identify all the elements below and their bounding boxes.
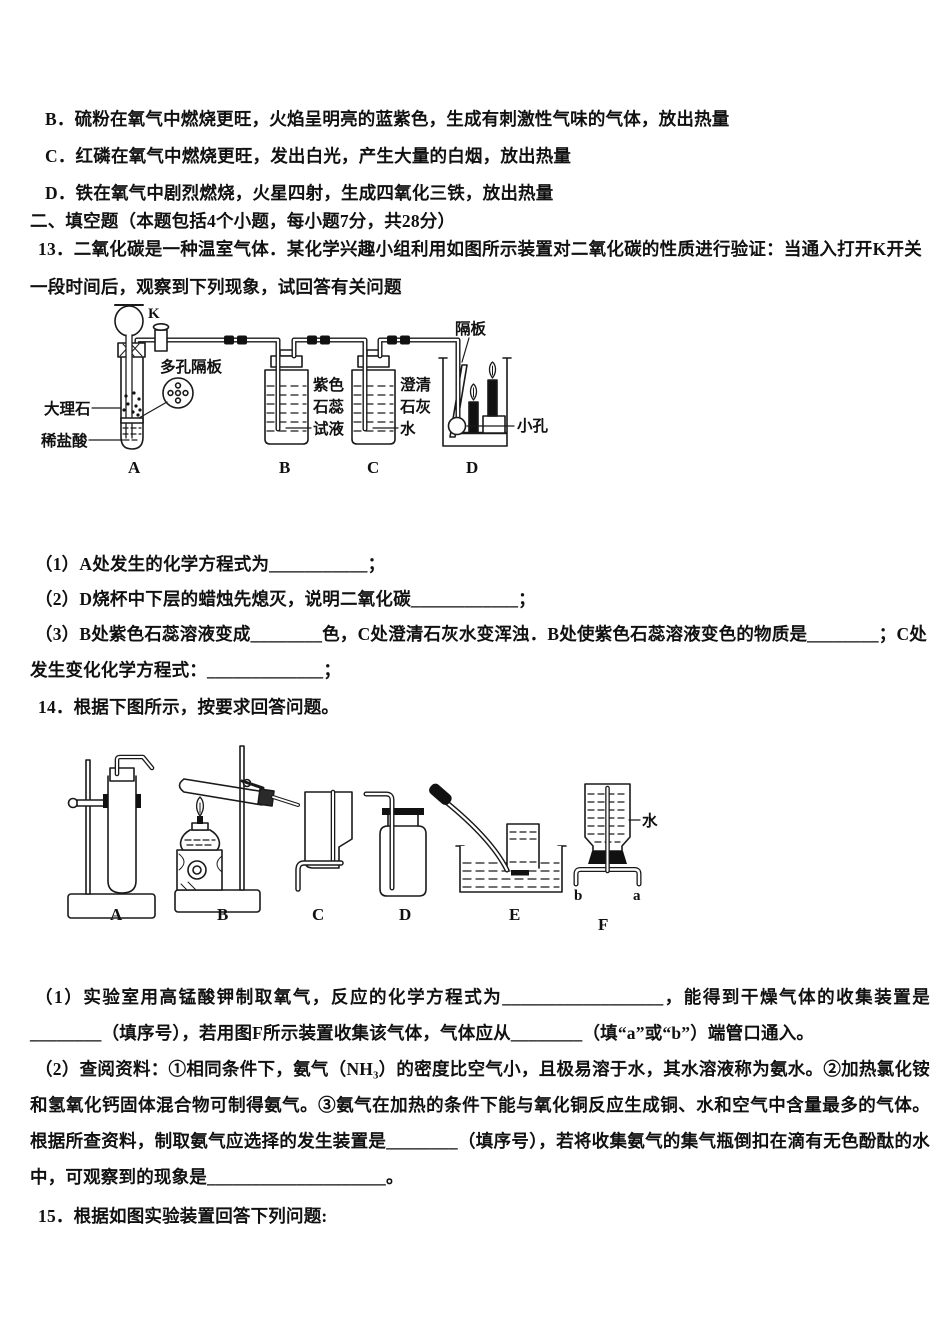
q14-part1: （1）实验室用高锰酸钾制取氧气，反应的化学方程式为_______________… (30, 987, 930, 1043)
marble-label: 大理石 (44, 399, 91, 418)
short-candle (468, 401, 479, 434)
thistle-funnel-bulb (114, 305, 144, 337)
apparatus-letter-a: A (110, 905, 123, 924)
option-c: C．红磷在氧气中燃烧更旺，发出白光，产生大量的白烟，放出热量 (45, 146, 572, 166)
limewater-label: 澄清 (400, 375, 432, 394)
q14-part2: （2）查阅资料：①相同条件下，氨气（NH₃）的密度比空气小，且极易溶于水，其水溶… (30, 1059, 930, 1187)
litmus-label: 石蕊 (312, 397, 345, 416)
baffle-plate (449, 364, 468, 438)
water-label: 水 (642, 811, 658, 830)
apparatus-letter-a: A (128, 458, 141, 477)
rubber-connectors (224, 335, 410, 345)
acid-label: 稀盐酸 (41, 431, 88, 450)
apparatus-letter-d: D (399, 905, 411, 924)
apparatus-letter-d: D (466, 458, 478, 477)
q14-apparatus-diagram: A B C D E F 水 b a (67, 745, 658, 934)
limewater-label: 石灰 (399, 397, 432, 416)
apparatus-a-stand-test-tube (67, 754, 156, 919)
apparatus-letter-c: C (312, 905, 324, 924)
q13-apparatus-diagram: K 多孔隔板 大理石 稀盐酸 紫色 石蕊 试液 澄清 石灰 水 隔板 小孔 A … (41, 304, 549, 477)
port-a-label: a (633, 888, 641, 904)
stopper (109, 767, 135, 782)
gas-bottle-limewater (351, 349, 396, 445)
section-heading: 二、填空题（本题包括4个小题，每小题7分，共28分） (30, 211, 456, 231)
beaker-with-candles (438, 357, 512, 447)
porous-plate-label: 多孔隔板 (160, 357, 223, 376)
tall-candle (487, 379, 498, 417)
alcohol-lamp (179, 796, 221, 851)
option-b: B．硫粉在氧气中燃烧更旺，火焰呈明亮的蓝紫色，生成有刺激性气味的气体，放出热量 (45, 109, 730, 129)
port-b-label: b (574, 888, 582, 904)
apparatus-b-heating-setup (174, 745, 300, 913)
collection-bottle (506, 823, 540, 869)
apparatus-letter-c: C (367, 458, 379, 477)
q15-stem: 15．根据如图实验装置回答下列问题: (38, 1206, 328, 1226)
apparatus-letter-e: E (509, 905, 520, 924)
stopcock-valve (152, 322, 170, 352)
q13-part1: （1）A处发生的化学方程式为___________； (35, 554, 386, 574)
q13-part2: （2）D烧杯中下层的蜡烛先熄灭，说明二氧化碳____________； (35, 589, 536, 609)
q14-stem: 14．根据下图所示，按要求回答问题。 (38, 697, 340, 717)
apparatus-letter-b: B (279, 458, 290, 477)
limewater-label: 水 (400, 419, 416, 438)
marble-chips (122, 391, 142, 417)
porous-plate (120, 417, 144, 424)
option-d: D．铁在氧气中剧烈燃烧，火星四射，生成四氧化三铁，放出热量 (45, 183, 554, 203)
hole-label: 小孔 (517, 417, 549, 435)
apparatus-letter-f: F (598, 915, 608, 934)
gas-bottle-litmus (264, 349, 309, 445)
apparatus-f-inverted-bottle (573, 783, 642, 887)
litmus-label: 紫色 (313, 375, 345, 394)
q13-part3: （3）B处紫色石蕊溶液变成________色，C处澄清石灰水变浑浊．B处使紫色石… (30, 624, 927, 680)
stopper (257, 788, 275, 807)
apparatus-c-collector (295, 789, 353, 892)
tube-handle (429, 783, 452, 806)
generator-test-tube (114, 304, 146, 450)
acid-liquid (122, 427, 142, 441)
litmus-label: 试液 (313, 419, 345, 438)
baffle-label: 隔板 (455, 319, 487, 338)
valve-k-label: K (148, 306, 160, 322)
baffle-hole (447, 416, 467, 436)
apparatus-letter-b: B (217, 905, 228, 924)
apparatus-e-water-trough (429, 783, 567, 893)
q13-stem: 13．二氧化碳是一种温室气体．某化学兴趣小组利用如图所示装置对二氧化碳的性质进行… (30, 239, 922, 297)
porous-plate-detail (138, 377, 194, 419)
apparatus-d-gas-bottle (363, 791, 427, 897)
wood-block (176, 849, 223, 891)
